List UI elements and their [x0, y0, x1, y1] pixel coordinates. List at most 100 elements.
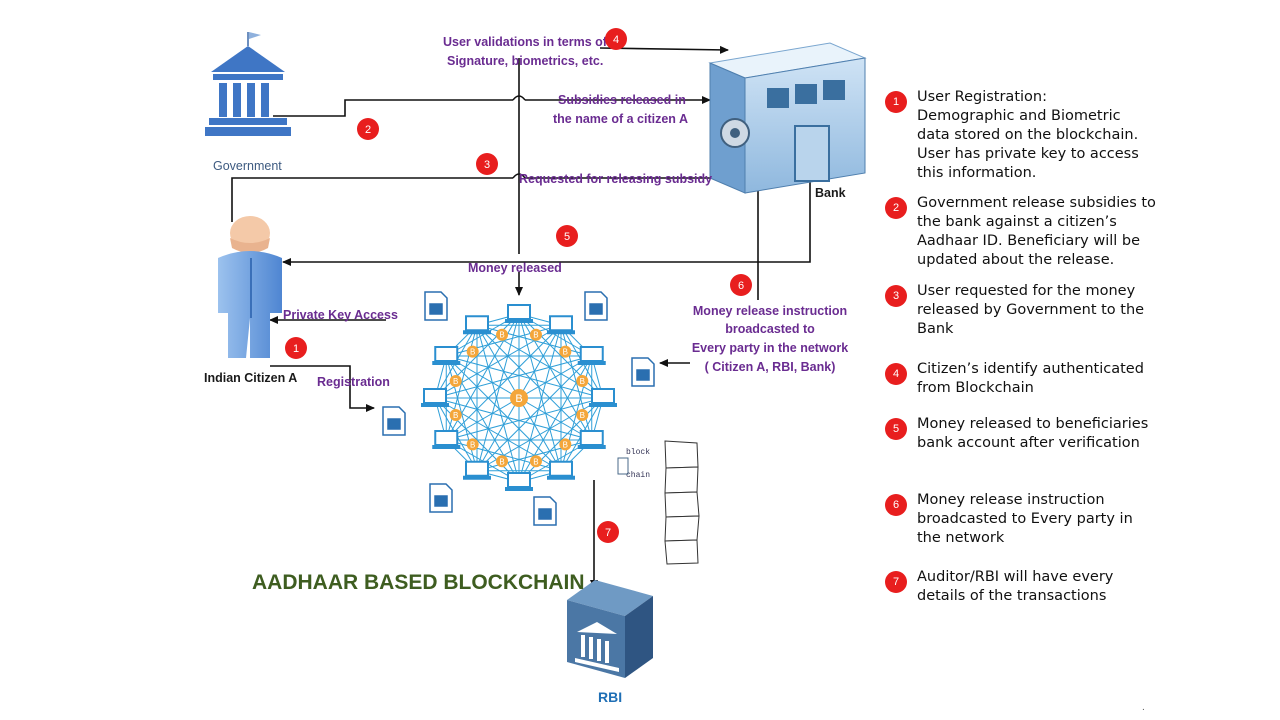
bitcoin-icon: [529, 328, 542, 341]
bitcoin-symbol: B: [470, 348, 475, 357]
chain-label: chain: [626, 471, 650, 480]
bitcoin-icon: [559, 345, 572, 358]
svg-text:5: 5: [564, 231, 570, 243]
connector-registration: [270, 365, 375, 412]
connector-bank-citizen: [282, 155, 811, 266]
validation-label-line2: Signature, biometrics, etc.: [447, 54, 603, 68]
laptop-icon: [577, 430, 606, 449]
bitcoin-center-icon: [510, 389, 528, 407]
rbi-icon: [567, 580, 653, 678]
bitcoin-icon: [449, 375, 462, 388]
bitcoin-symbol: B: [499, 457, 504, 466]
registration-label: Registration: [317, 375, 390, 389]
network-link: [445, 324, 562, 441]
svg-text:2: 2: [365, 124, 371, 136]
network-link: [476, 325, 520, 483]
step-badge: 7: [597, 521, 619, 543]
rbi-label: RBI: [598, 689, 622, 705]
legend-badge: 2: [885, 197, 907, 219]
bitcoin-symbol: B: [580, 411, 585, 420]
network-link: [518, 313, 562, 471]
bitcoin-symbol: B: [580, 377, 585, 386]
broadcast-label-line3: Every party in the network: [692, 341, 848, 355]
laptop-icon: [577, 346, 606, 365]
broadcast-label-line2: broadcasted to: [725, 322, 815, 336]
bitcoin-icon: [496, 455, 509, 468]
bank-label: Bank: [815, 186, 846, 200]
bitcoin-symbol: B: [563, 348, 568, 357]
legend-badge: 7: [885, 571, 907, 593]
laptop-icon: [421, 388, 449, 407]
laptop-icon: [547, 315, 575, 335]
network-link: [445, 325, 478, 441]
step-badge: 1: [285, 337, 307, 359]
legend-badge: 6: [885, 494, 907, 516]
svg-text:6: 6: [738, 280, 744, 292]
government-icon: [205, 32, 291, 136]
step-badge: 3: [476, 153, 498, 175]
bank-icon: [708, 42, 867, 194]
laptop-icon: [505, 304, 533, 323]
bitcoin-icon: [529, 455, 542, 468]
bitcoin-symbol: B: [533, 331, 538, 340]
document-icon: [429, 483, 453, 513]
legend-badge: 3: [885, 285, 907, 307]
bitcoin-icon: [449, 408, 462, 421]
bitcoin-icon: [559, 438, 572, 451]
legend-text: User Registration: Demographic and Biome…: [917, 89, 1139, 181]
document-icon: [382, 406, 406, 436]
network-link: [445, 355, 562, 472]
legend-badge: 5: [885, 418, 907, 440]
document-icon: [533, 496, 557, 526]
legend-text: User requested for the money released by…: [917, 283, 1145, 337]
bitcoin-icon: [466, 345, 479, 358]
document-icons: [382, 291, 655, 526]
network-link: [434, 397, 592, 441]
legend-badge: 1: [885, 91, 907, 113]
laptop-icon: [505, 472, 533, 491]
bitcoin-symbol: B: [563, 440, 568, 449]
broadcast-label-line4: ( Citizen A, RBI, Bank): [705, 360, 836, 374]
laptop-icon: [432, 430, 461, 449]
bitcoin-symbol: B: [499, 331, 504, 340]
legend-text: Money release instruction broadcasted to…: [917, 492, 1133, 546]
laptop-icon: [547, 460, 575, 480]
block-chain-ledger: block chain: [617, 440, 700, 565]
subsidies-label-line2: the name of a citizen A: [553, 112, 688, 126]
step-badge: 5: [556, 225, 578, 247]
step-badge: 6: [730, 274, 752, 296]
legend-text: Citizen’s identify authenticated from Bl…: [917, 361, 1144, 396]
connector-government-bank: [273, 100, 710, 117]
svg-text:.: .: [1142, 702, 1145, 713]
step-badge: 2: [357, 118, 379, 140]
citizen-icon: [218, 216, 282, 358]
laptop-icon: [463, 460, 491, 480]
document-icon: [631, 357, 655, 387]
bitcoin-symbol: B: [533, 457, 538, 466]
bitcoin-symbol: B: [453, 411, 458, 420]
laptop-icon: [463, 315, 491, 335]
document-icon: [584, 291, 608, 321]
document-icon: [424, 291, 448, 321]
requested-label: Requested for releasing subsidy: [519, 172, 712, 186]
bitcoin-icon: [576, 375, 589, 388]
svg-text:1: 1: [293, 343, 299, 355]
network-link: [434, 355, 592, 399]
bitcoin-icon: [466, 438, 479, 451]
network-link: [445, 355, 478, 471]
laptop-icon: [432, 346, 461, 365]
legend-text: Money released to beneficiaries bank acc…: [917, 416, 1149, 451]
legend-text: Auditor/RBI will have every details of t…: [917, 569, 1114, 604]
svg-text:7: 7: [605, 527, 611, 539]
bitcoin-center-symbol: B: [515, 393, 522, 405]
step-badge: 4: [605, 28, 627, 50]
network-link: [518, 325, 562, 483]
step-badges: 1 2 3 4 5 6 7: [285, 28, 752, 543]
svg-text:3: 3: [484, 159, 490, 171]
svg-text:4: 4: [613, 34, 619, 46]
money-released-label: Money released: [468, 261, 562, 275]
network-link: [476, 313, 520, 471]
validation-label-line1: User validations in terms of: [443, 35, 608, 49]
